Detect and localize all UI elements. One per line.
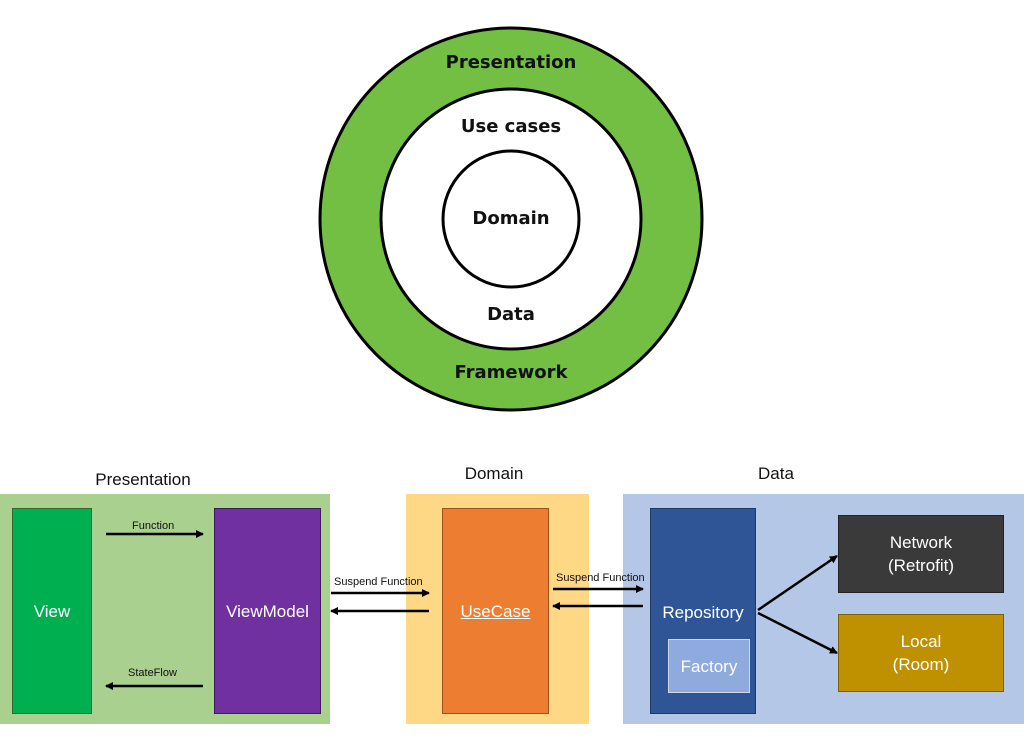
arrow-to-network	[757, 554, 838, 612]
viewmodel-label: ViewModel	[226, 601, 309, 621]
factory-label: Factory	[680, 656, 738, 676]
factory-box: Factory	[668, 639, 750, 693]
section-title-domain: Domain	[464, 464, 524, 483]
function-arrow-label: Function	[132, 520, 175, 532]
ring-label-use-cases: Use cases	[460, 116, 562, 137]
ring-label-domain: Domain	[472, 208, 550, 229]
network-label: Network	[889, 533, 953, 552]
usecase-box: UseCase	[442, 508, 549, 714]
ring-label-data: Data	[487, 304, 535, 325]
repository-label: Repository	[662, 603, 744, 622]
local-box: Local (Room)	[838, 614, 1004, 692]
view-box: View	[12, 508, 92, 714]
usecase-label: UseCase	[460, 601, 531, 621]
network-sublabel: (Retrofit)	[887, 556, 955, 575]
stateflow-arrow-label: StateFlow	[128, 667, 177, 679]
inner-ring	[441, 149, 581, 289]
network-box: Network (Retrofit)	[838, 515, 1004, 593]
ring-label-framework: Framework	[454, 362, 568, 383]
section-title-data: Data	[758, 464, 794, 483]
suspend-function-label-left: Suspend Function	[334, 576, 423, 588]
local-sublabel: (Room)	[892, 655, 950, 674]
local-label: Local	[900, 632, 942, 651]
viewmodel-box: ViewModel	[214, 508, 321, 714]
arrow-to-local	[757, 611, 838, 655]
onion-rings	[318, 26, 704, 412]
view-label: View	[33, 601, 71, 621]
suspend-function-label-right: Suspend Function	[556, 572, 645, 584]
section-title-presentation: Presentation	[95, 470, 191, 489]
ring-label-presentation: Presentation	[445, 52, 577, 73]
